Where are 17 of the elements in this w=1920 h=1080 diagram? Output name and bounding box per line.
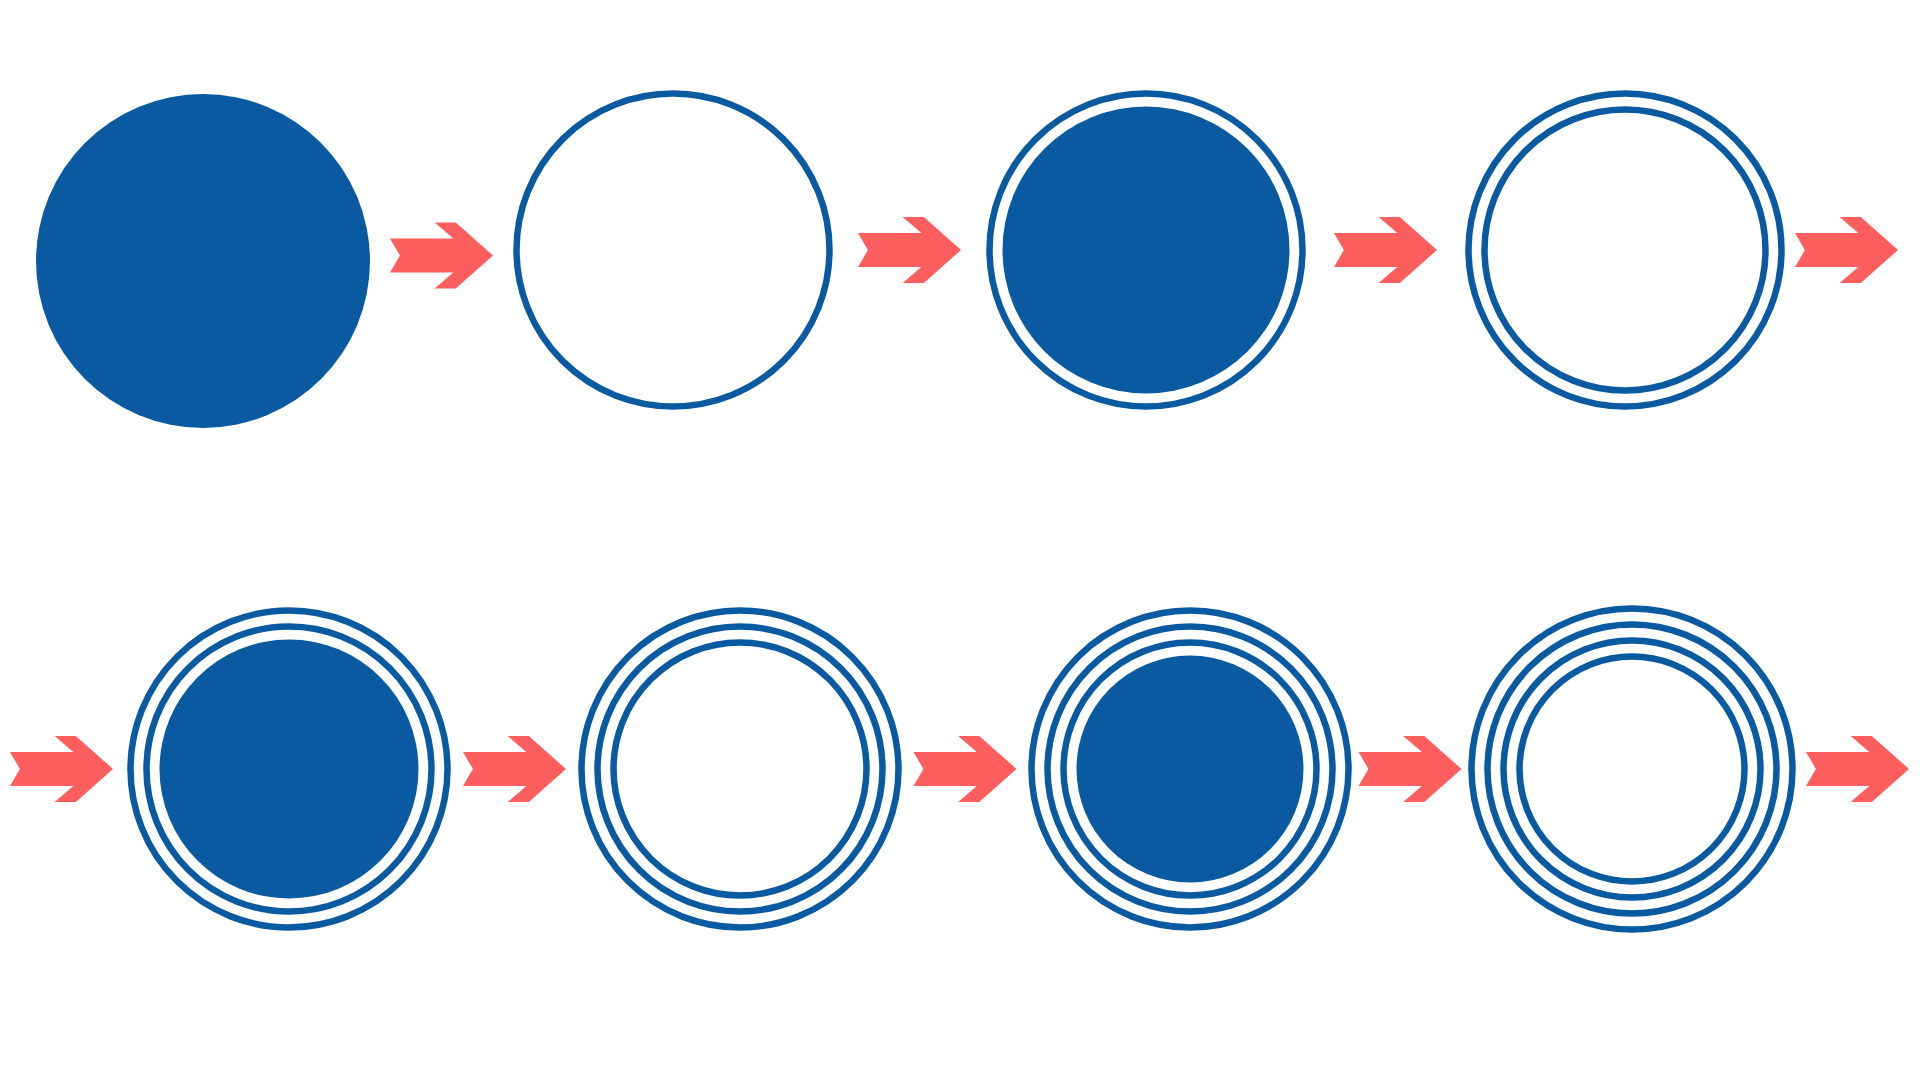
concentric-circle (1465, 90, 1785, 410)
concentric-circle (513, 90, 833, 410)
block-arrow (1334, 216, 1437, 284)
block-arrow (390, 222, 493, 289)
concentric-circle (1468, 605, 1796, 933)
block-arrow (1795, 216, 1898, 284)
concentric-circle (986, 90, 1306, 410)
block-arrow (1806, 735, 1909, 803)
block-arrow (463, 735, 566, 803)
block-arrow (1358, 735, 1462, 803)
block-arrow (858, 216, 961, 284)
concentric-circle (1028, 607, 1352, 931)
block-arrow (10, 735, 113, 803)
concentric-circle (36, 94, 370, 428)
concentric-circle (127, 607, 451, 931)
block-arrow (913, 735, 1017, 803)
concentric-circle (578, 607, 902, 931)
